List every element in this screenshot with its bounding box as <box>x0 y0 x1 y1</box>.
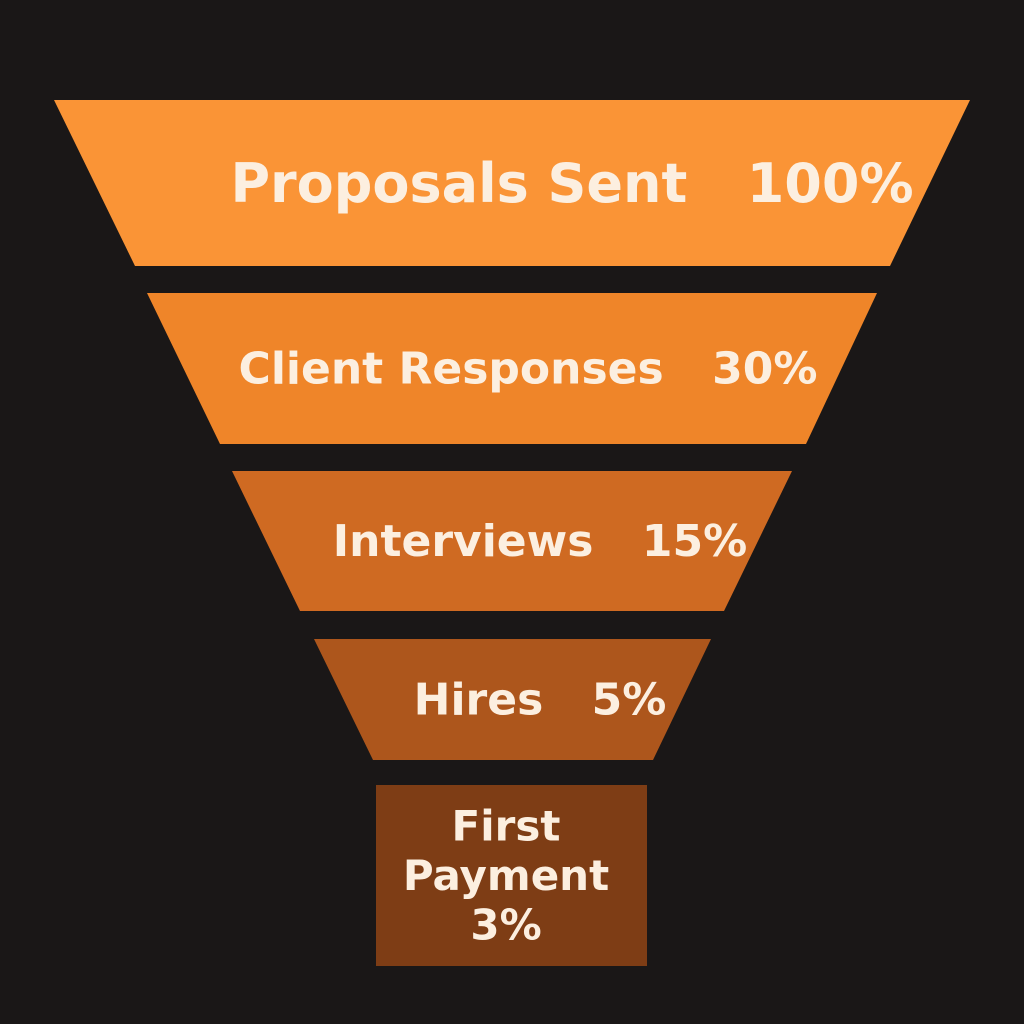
stage-value: 100% <box>747 152 914 215</box>
funnel-label-interviews: Interviews 15% <box>333 516 747 567</box>
funnel-stage-client-responses: Client Responses 30% <box>147 293 877 444</box>
funnel-segment-interviews <box>232 471 792 611</box>
stage-name: Interviews <box>333 516 594 567</box>
funnel-segment-proposals-sent <box>54 100 970 266</box>
stage-value: 15% <box>642 516 747 567</box>
stage-value: 3% <box>470 901 541 950</box>
stage-name-line: First <box>452 801 561 850</box>
stage-name: Proposals Sent <box>230 152 687 215</box>
stage-name: Hires <box>414 674 544 725</box>
funnel-stage-interviews: Interviews 15% <box>232 471 792 611</box>
stage-value: 30% <box>712 343 817 394</box>
funnel-segment-hires <box>314 639 711 760</box>
stage-name-line: Payment <box>403 851 609 900</box>
stage-value: 5% <box>592 674 667 725</box>
funnel-segment-first-payment <box>376 785 647 966</box>
funnel-segment-client-responses <box>147 293 877 444</box>
stage-name: Client Responses <box>239 343 664 394</box>
funnel-stage-proposals-sent: Proposals Sent 100% <box>54 100 970 266</box>
funnel-label-client-responses: Client Responses 30% <box>239 343 818 394</box>
funnel-stage-hires: Hires 5% <box>314 639 711 760</box>
funnel-label-proposals-sent: Proposals Sent 100% <box>230 152 913 215</box>
funnel-label-hires: Hires 5% <box>414 674 667 725</box>
